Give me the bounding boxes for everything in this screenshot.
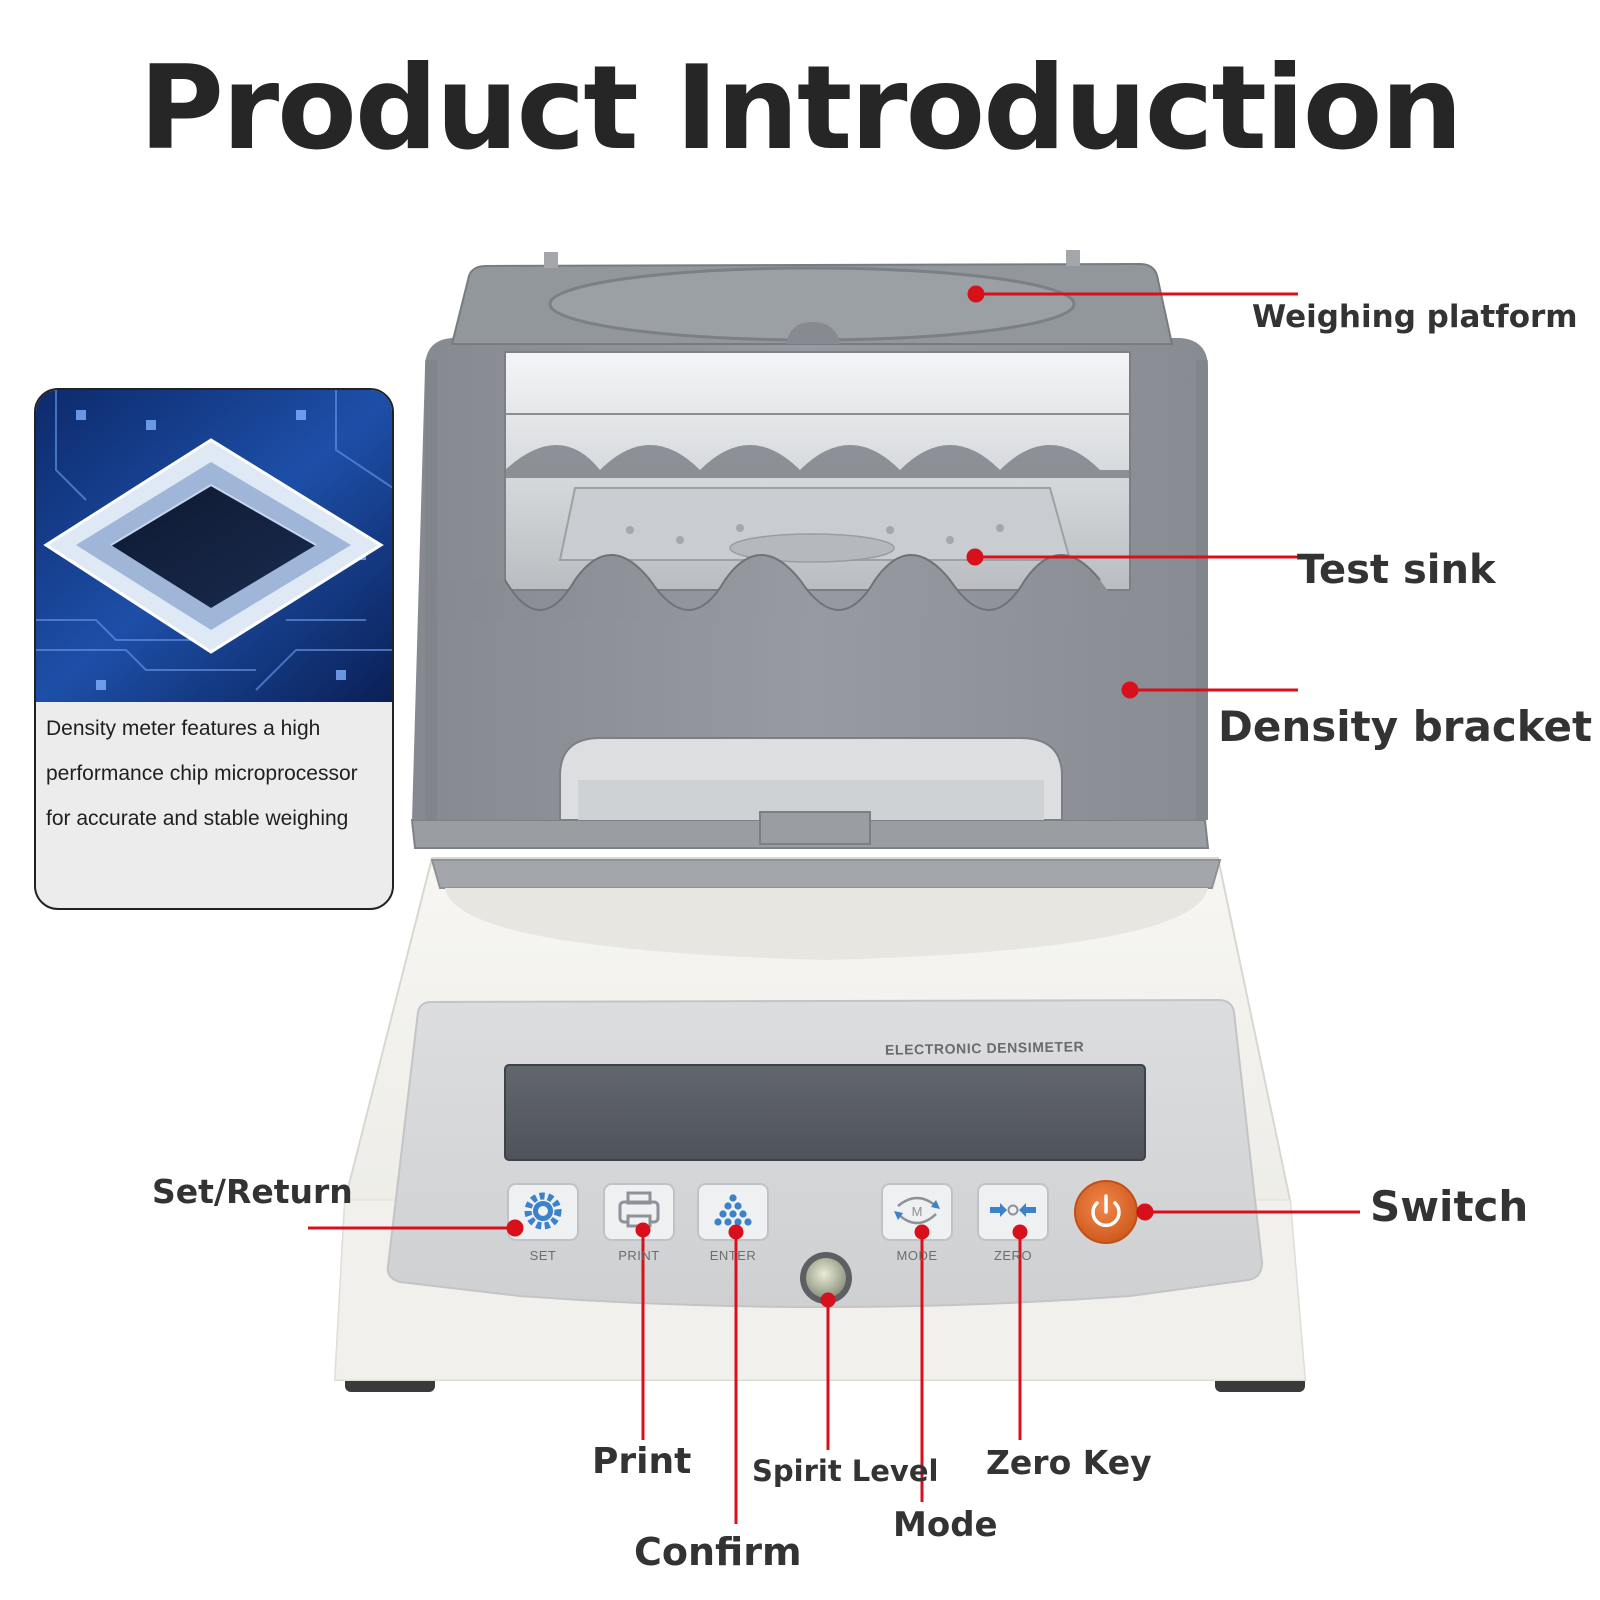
zero-key-label: ZERO — [993, 1248, 1033, 1263]
lcd-display — [504, 1064, 1146, 1161]
weighing-platform — [450, 250, 1174, 345]
spirit-level-bubble — [800, 1252, 852, 1304]
chip-image — [36, 390, 392, 702]
callout-mode: Mode — [893, 1505, 998, 1545]
power-icon — [1091, 1194, 1121, 1228]
dots-triangle-icon — [714, 1194, 752, 1226]
callout-confirm: Confirm — [634, 1530, 802, 1574]
callout-test-sink: Test sink — [1297, 547, 1496, 593]
printer-icon — [618, 1191, 660, 1228]
density-bracket — [410, 338, 1210, 849]
callout-lines — [308, 285, 1360, 1524]
feature-line: Density meter features a high — [46, 717, 321, 740]
mode-cycle-icon: M — [894, 1196, 940, 1225]
page-title: Product Introduction — [138, 41, 1463, 176]
feature-card: Density meter features a high performanc… — [34, 388, 394, 910]
feature-line: for accurate and stable weighing — [46, 807, 349, 830]
callout-switch: Switch — [1370, 1182, 1529, 1231]
print-key[interactable] — [603, 1183, 675, 1241]
mode-key-label: MODE — [896, 1248, 938, 1263]
enter-key-label: ENTER — [709, 1248, 757, 1263]
mode-key[interactable]: M — [881, 1183, 953, 1241]
set-key-label: SET — [529, 1248, 557, 1263]
callout-zero-key: Zero Key — [986, 1443, 1152, 1482]
callout-set-return: Set/Return — [152, 1172, 353, 1211]
callout-spirit-level: Spirit Level — [752, 1454, 939, 1488]
enter-key[interactable] — [697, 1183, 769, 1241]
feature-line: performance chip microprocessor — [46, 762, 358, 785]
svg-text:M: M — [912, 1204, 923, 1219]
callout-print: Print — [592, 1441, 692, 1482]
print-key-label: PRINT — [618, 1248, 660, 1263]
zero-key[interactable] — [977, 1183, 1049, 1241]
feature-description: Density meter features a high performanc… — [46, 706, 392, 841]
scale-pan-plate — [430, 859, 1222, 889]
set-key[interactable] — [507, 1183, 579, 1241]
zero-arrows-icon — [990, 1203, 1036, 1217]
callout-density-bracket: Density bracket — [1218, 702, 1593, 751]
callout-weighing-platform: Weighing platform — [1252, 299, 1578, 335]
power-switch[interactable] — [1074, 1180, 1138, 1244]
